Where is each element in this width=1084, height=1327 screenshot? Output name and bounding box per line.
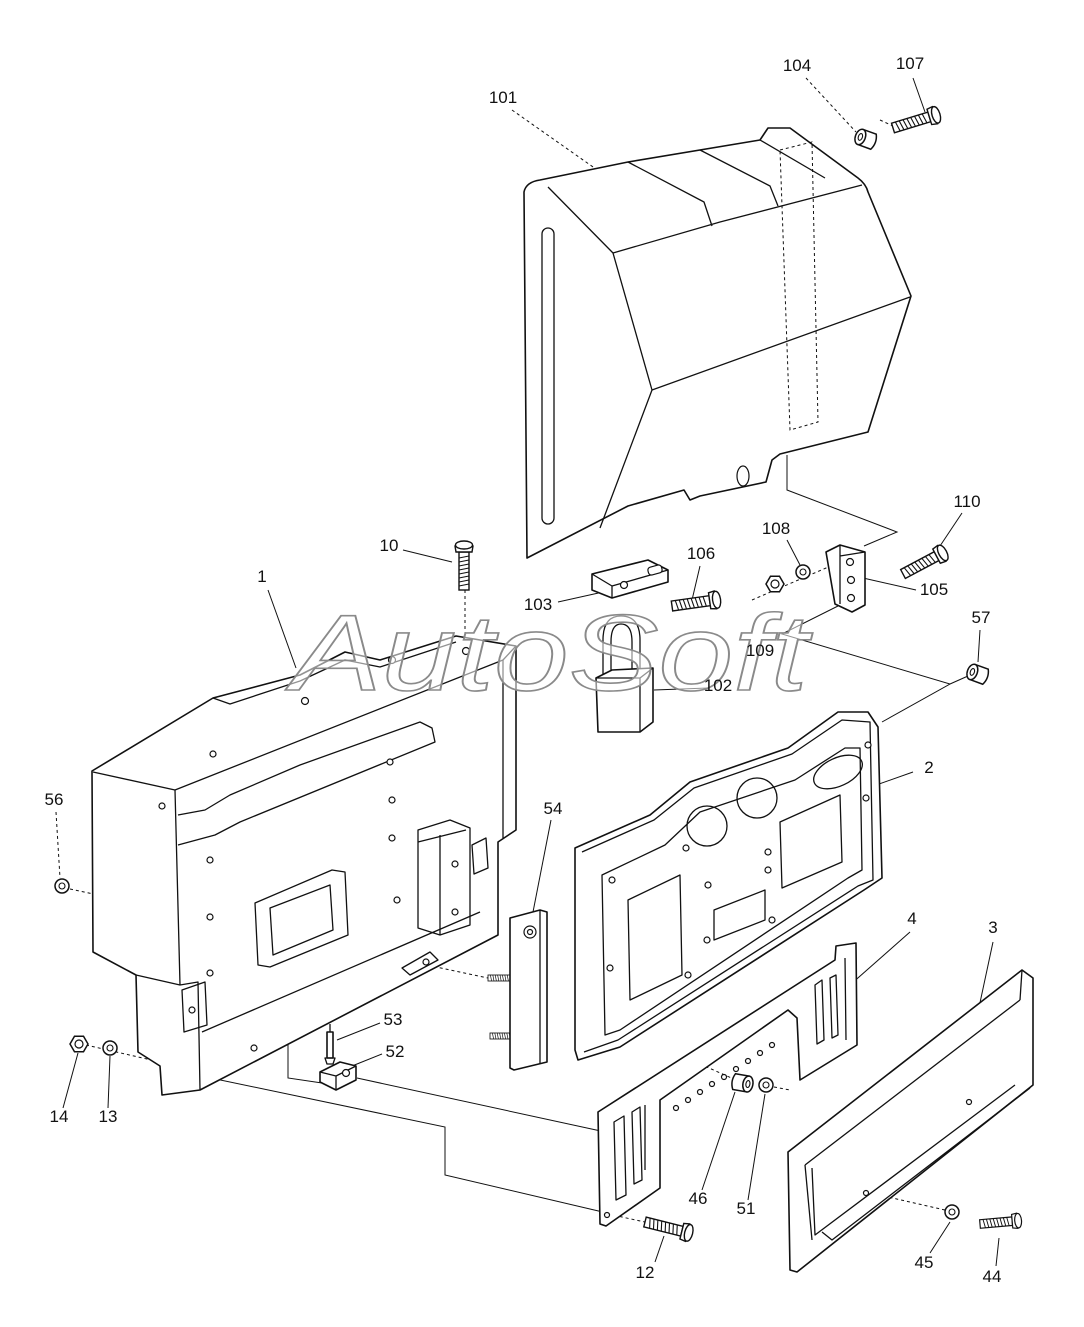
- watermark-text: AutoSoft: [285, 592, 813, 713]
- part-46-bushing: [730, 1072, 755, 1094]
- callout-53: 53: [384, 1010, 403, 1029]
- callout-107: 107: [896, 54, 924, 73]
- callout-52: 52: [386, 1042, 405, 1061]
- part-10-screw: [454, 540, 474, 591]
- callout-labels: 101 104 107 110 108 106 105 103 109 102 …: [45, 54, 1002, 1286]
- callout-103: 103: [524, 595, 552, 614]
- callout-51: 51: [737, 1199, 756, 1218]
- part-107-screw: [889, 104, 944, 138]
- part-54-stud-bar: [487, 909, 548, 1071]
- part-57-bushing: [964, 661, 991, 686]
- part-13-washer: [102, 1040, 118, 1056]
- callout-45: 45: [915, 1253, 934, 1272]
- callout-108: 108: [762, 519, 790, 538]
- part-104-bushing: [852, 126, 879, 151]
- part-102-padlock: [595, 615, 654, 733]
- callout-106: 106: [687, 544, 715, 563]
- part-108-nut: [765, 575, 785, 593]
- callout-3: 3: [988, 918, 997, 937]
- part-108-washer: [795, 564, 811, 580]
- part-45-washer: [944, 1204, 960, 1220]
- part-44-screw: [978, 1212, 1023, 1233]
- callout-104: 104: [783, 56, 811, 75]
- callout-14: 14: [50, 1107, 69, 1126]
- part-3-panel: [787, 969, 1034, 1273]
- part-51-washer: [758, 1077, 774, 1093]
- callout-44: 44: [983, 1267, 1002, 1286]
- callout-110: 110: [953, 492, 980, 511]
- part-14-nut: [69, 1035, 89, 1053]
- part-53-pin: [324, 1024, 336, 1065]
- callout-101: 101: [489, 88, 517, 107]
- callout-10: 10: [380, 536, 399, 555]
- part-101-cover: [523, 127, 912, 559]
- callout-54: 54: [544, 799, 563, 818]
- callout-12: 12: [636, 1263, 655, 1282]
- part-105-plate: [825, 544, 866, 613]
- callout-4: 4: [907, 909, 916, 928]
- callout-1: 1: [257, 567, 266, 586]
- part-52-clip: [319, 1061, 357, 1091]
- part-2-panel: [574, 711, 883, 1061]
- callout-13: 13: [99, 1107, 118, 1126]
- part-12-screw: [642, 1212, 696, 1244]
- callout-56: 56: [45, 790, 64, 809]
- part-1-housing: [91, 635, 517, 1096]
- callout-57: 57: [972, 608, 991, 627]
- callout-2: 2: [924, 758, 933, 777]
- callout-109: 109: [746, 641, 774, 660]
- part-103-bracket: [591, 559, 669, 599]
- callout-46: 46: [689, 1189, 708, 1208]
- part-56-washer: [54, 878, 70, 894]
- part-4-bracket: [597, 942, 858, 1227]
- callout-105: 105: [920, 580, 948, 599]
- callout-102: 102: [704, 676, 732, 695]
- part-110-screw: [898, 542, 952, 583]
